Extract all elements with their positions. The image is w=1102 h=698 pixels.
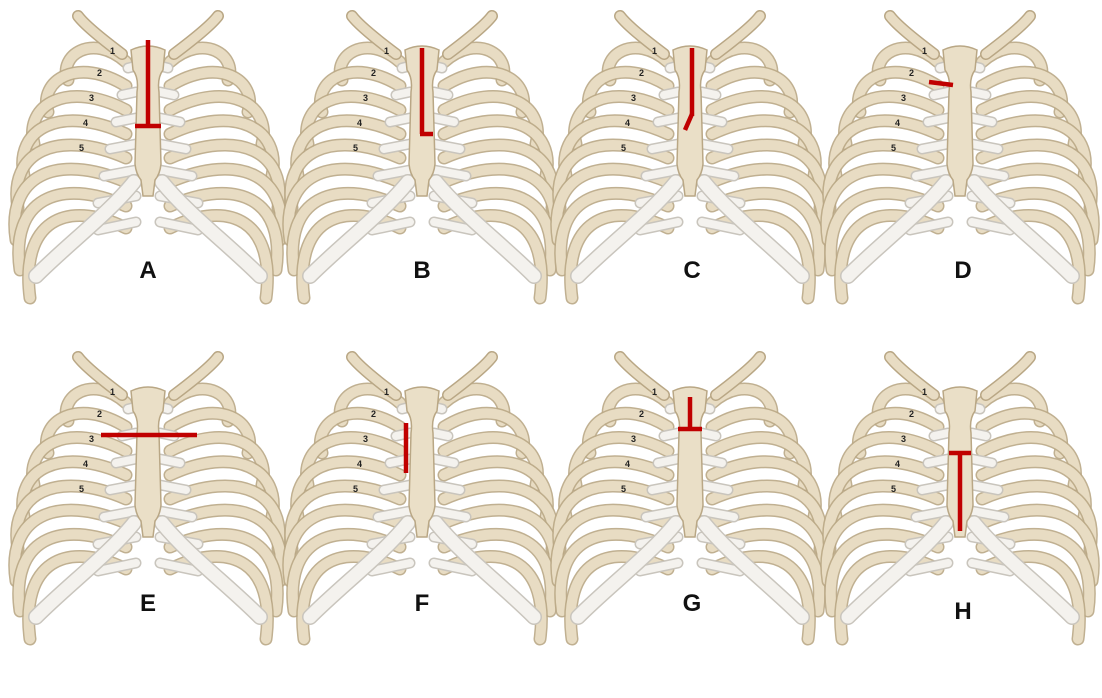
- panel-label: H: [954, 598, 971, 625]
- costal-cartilage: [652, 144, 678, 149]
- rib-number-label: 5: [621, 484, 626, 494]
- rib-number-label: 2: [371, 409, 376, 419]
- rib-number-label: 2: [909, 409, 914, 419]
- costal-cartilage: [702, 92, 716, 95]
- costal-cartilage: [652, 485, 678, 490]
- costal-cartilage: [434, 485, 460, 490]
- rib-number-label: 4: [895, 459, 900, 469]
- costal-cartilage: [934, 92, 948, 95]
- costal-cartilage: [396, 92, 410, 95]
- rib-number-label: 5: [891, 484, 896, 494]
- rib-number-label: 3: [631, 93, 636, 103]
- rib-number-label: 4: [357, 118, 362, 128]
- rib-number-label: 3: [901, 434, 906, 444]
- costal-cartilage: [110, 485, 136, 490]
- rib-number-label: 1: [652, 387, 657, 397]
- costal-cartilage: [972, 485, 998, 490]
- costal-cartilage: [110, 144, 136, 149]
- rib-number-label: 2: [909, 68, 914, 78]
- costal-cartilage: [664, 433, 678, 436]
- panel-label: B: [413, 257, 430, 284]
- costal-cartilage: [702, 144, 728, 149]
- costal-cartilage: [160, 92, 174, 95]
- panel-label: G: [683, 590, 702, 617]
- rib-number-label: 1: [384, 46, 389, 56]
- costal-cartilage: [434, 92, 448, 95]
- costal-cartilage: [928, 118, 948, 122]
- costal-cartilage: [702, 433, 716, 436]
- costal-cartilage: [664, 92, 678, 95]
- rib-number-label: 4: [625, 118, 630, 128]
- costal-cartilage: [922, 485, 948, 490]
- rib-number-label: 2: [97, 409, 102, 419]
- ribcage-panel-c: 1 2 3 4 5: [557, 16, 824, 298]
- costal-cartilage: [116, 459, 136, 463]
- rib-number-label: 4: [83, 459, 88, 469]
- rib-number-label: 3: [89, 434, 94, 444]
- costal-cartilage: [972, 459, 992, 463]
- rib-number-label: 5: [891, 143, 896, 153]
- costal-cartilage: [160, 118, 180, 122]
- costal-cartilage: [122, 92, 136, 95]
- rib-number-label: 5: [353, 484, 358, 494]
- rib-number-label: 3: [901, 93, 906, 103]
- costal-cartilage: [702, 118, 722, 122]
- rib-number-label: 3: [631, 434, 636, 444]
- costal-cartilage: [934, 433, 948, 436]
- costal-cartilage: [160, 144, 186, 149]
- costal-cartilage: [160, 485, 186, 490]
- rib-number-label: 4: [895, 118, 900, 128]
- costal-cartilage: [972, 118, 992, 122]
- costal-cartilage: [384, 144, 410, 149]
- ribcage-panel-a: 1 2 3 4 5: [15, 16, 282, 298]
- costal-cartilage: [434, 144, 460, 149]
- ribcage-panel-d: 1 2 3 4 5: [827, 16, 1094, 298]
- rib-number-label: 1: [922, 387, 927, 397]
- rib-number-label: 5: [621, 143, 626, 153]
- rib-number-label: 1: [922, 46, 927, 56]
- rib-number-label: 1: [110, 46, 115, 56]
- panel-label: E: [140, 590, 156, 617]
- rib-number-label: 2: [639, 68, 644, 78]
- panel-label: F: [415, 590, 430, 617]
- costal-cartilage: [928, 459, 948, 463]
- rib-number-label: 1: [110, 387, 115, 397]
- costal-cartilage: [434, 118, 454, 122]
- costal-cartilage: [702, 459, 722, 463]
- rib-number-label: 1: [384, 387, 389, 397]
- costal-cartilage: [390, 118, 410, 122]
- rib-number-label: 5: [353, 143, 358, 153]
- rib-number-label: 2: [97, 68, 102, 78]
- costal-cartilage: [160, 459, 180, 463]
- rib-number-label: 4: [83, 118, 88, 128]
- rib-number-label: 2: [639, 409, 644, 419]
- rib-number-label: 4: [357, 459, 362, 469]
- rib-number-label: 3: [89, 93, 94, 103]
- ribcage-panel-h: 1 2 3 4 5: [827, 357, 1094, 639]
- rib-number-label: 2: [371, 68, 376, 78]
- costal-cartilage: [434, 433, 448, 436]
- ribcage-panel-b: 1 2 3 4 5: [289, 16, 556, 298]
- rib-number-label: 3: [363, 93, 368, 103]
- panel-label: C: [683, 257, 700, 284]
- rib-number-label: 5: [79, 143, 84, 153]
- costal-cartilage: [972, 144, 998, 149]
- costal-cartilage: [972, 433, 986, 436]
- costal-cartilage: [658, 459, 678, 463]
- rib-number-label: 4: [625, 459, 630, 469]
- rib-number-label: 1: [652, 46, 657, 56]
- panel-label: D: [954, 257, 971, 284]
- costal-cartilage: [434, 459, 454, 463]
- costal-cartilage: [116, 118, 136, 122]
- costal-cartilage: [972, 92, 986, 95]
- costal-cartilage: [658, 118, 678, 122]
- costal-cartilage: [384, 485, 410, 490]
- costal-cartilage: [702, 485, 728, 490]
- costal-cartilage: [922, 144, 948, 149]
- rib-number-label: 5: [79, 484, 84, 494]
- rib-number-label: 3: [363, 434, 368, 444]
- panel-label: A: [139, 257, 156, 284]
- incision-horizontal: [929, 82, 953, 85]
